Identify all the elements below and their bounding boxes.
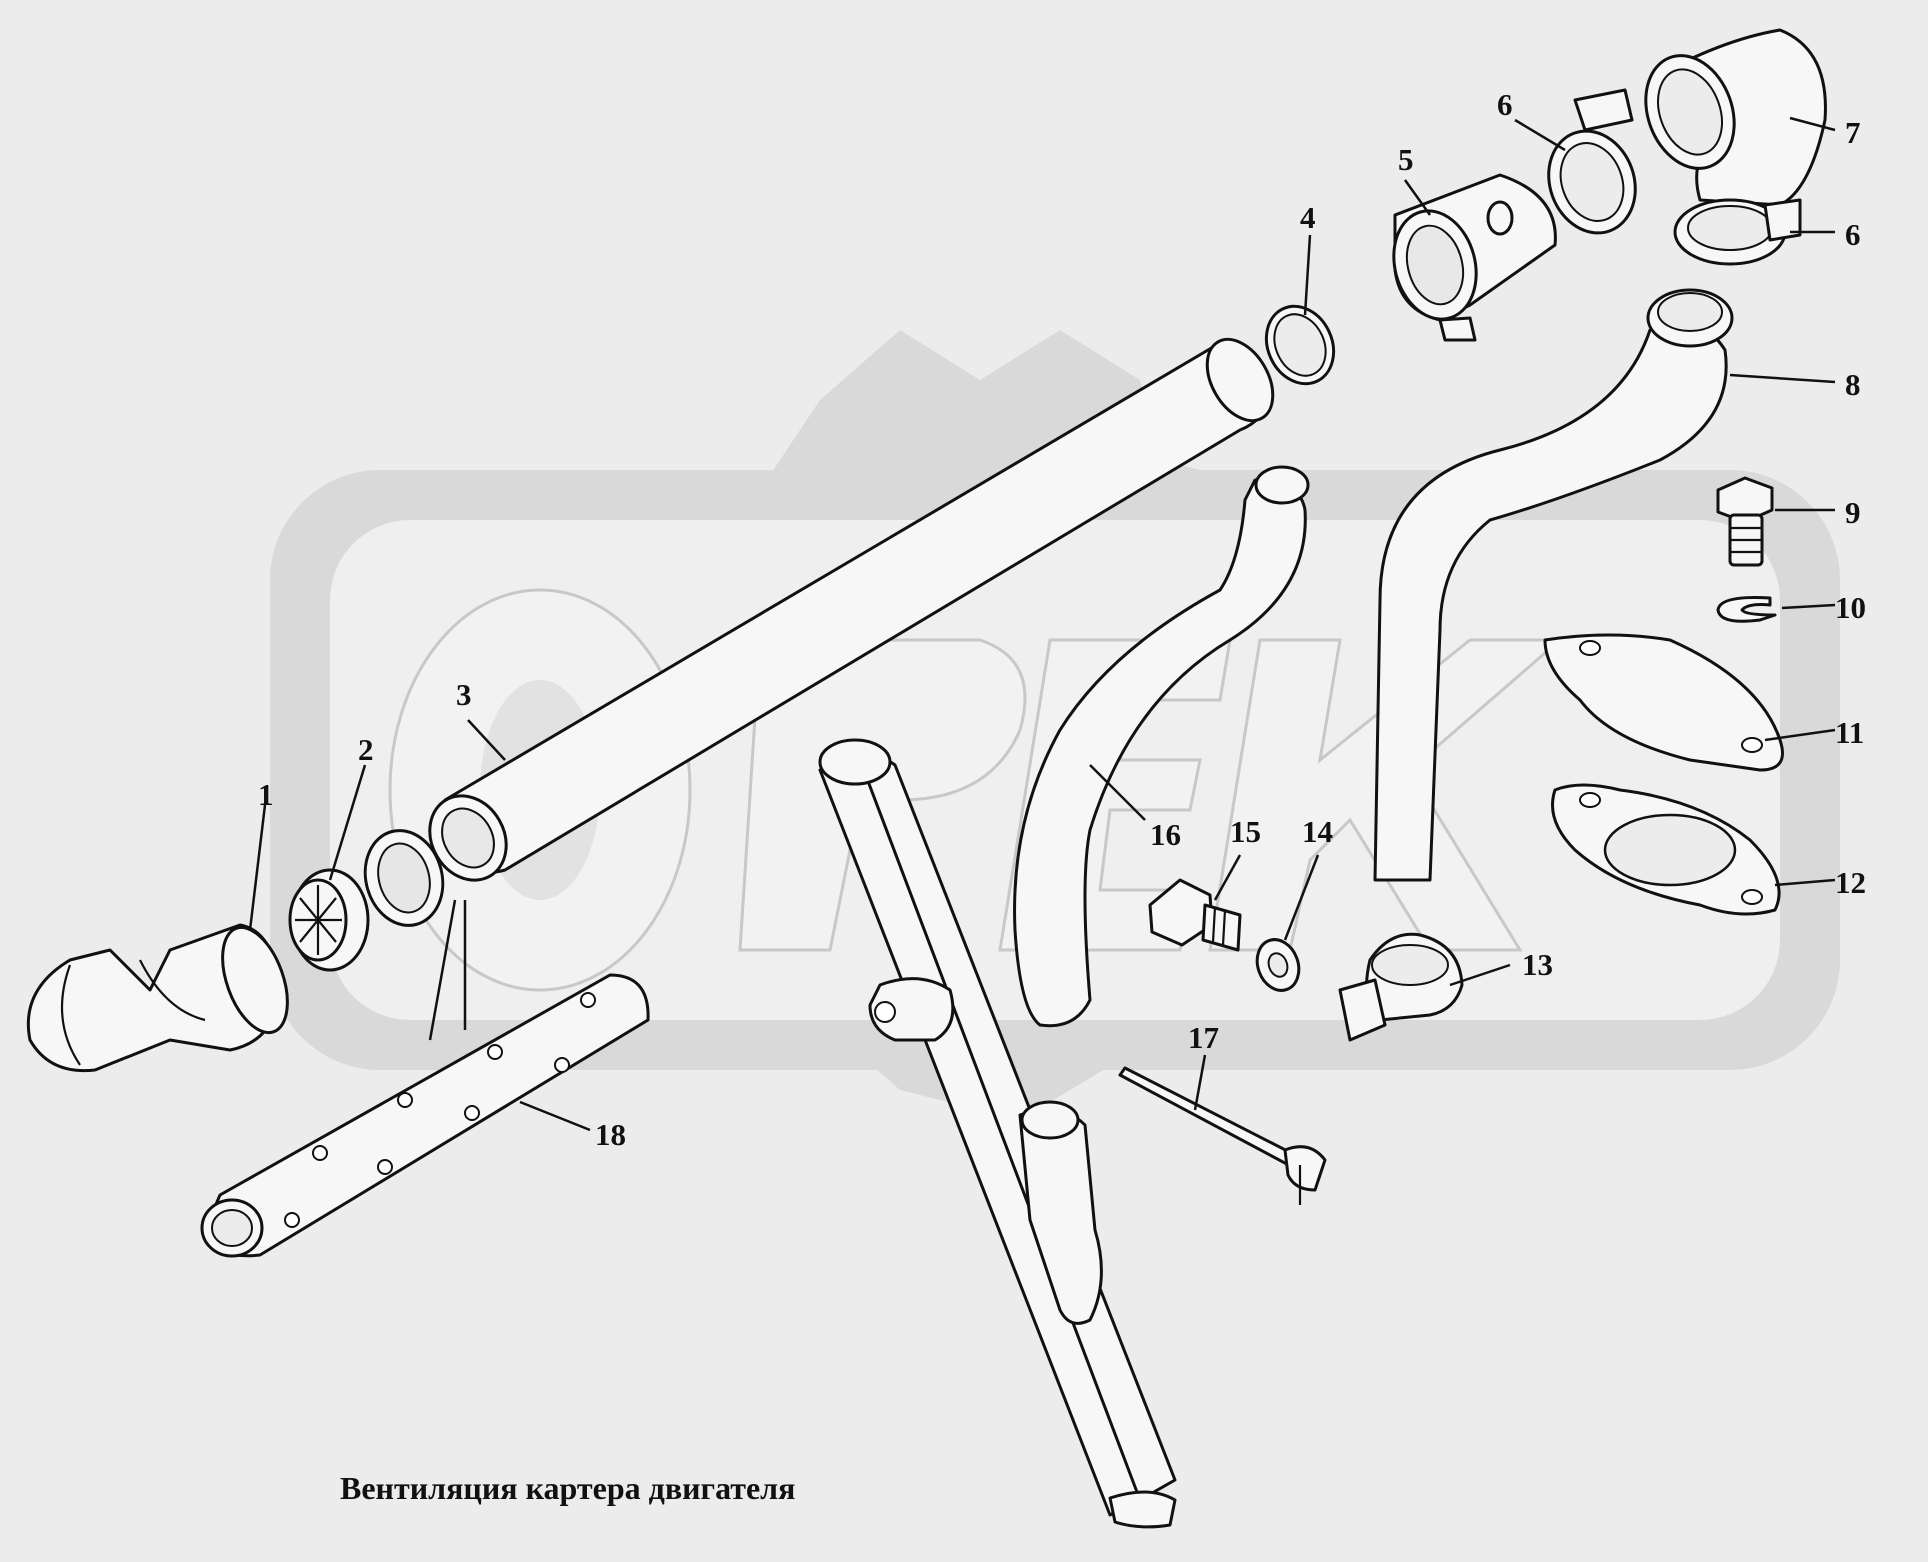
diagram-caption: Вентиляция картера двигателя [340,1470,796,1506]
callout-4: 4 [1300,200,1316,235]
callout-14: 14 [1302,814,1333,849]
part-17-clip [1118,1066,1327,1205]
part-7-elbow [1644,28,1827,207]
part-16-s-hose [1013,465,1310,1028]
callout-2: 2 [358,732,374,767]
part-6-lower-clamp [1673,198,1802,266]
leader-lines [248,116,1836,1132]
callout-5: 5 [1398,142,1414,177]
part-13-clamp [1338,932,1464,1042]
part-3-long-tube [428,337,1275,882]
callout-8: 8 [1845,367,1861,402]
part-1-elbow-fitting [26,923,289,1073]
part-14-washer [1255,938,1301,992]
callout-16: 16 [1150,817,1181,852]
callout-11: 11 [1835,715,1864,750]
part-11-gasket [1543,633,1784,772]
part-4-o-ring [1264,304,1336,386]
callout-15: 15 [1230,814,1261,849]
part-2-filter-element [288,868,370,972]
part-6-upper-clamp [1547,88,1637,235]
callout-6-upper: 6 [1497,87,1513,122]
part-8-bent-pipe [1373,288,1734,882]
callout-7: 7 [1845,115,1861,150]
part-9-bolt [1716,476,1774,567]
part-dipstick-tube [818,738,1177,1529]
callout-1: 1 [258,777,274,812]
tube-holes [284,992,596,1228]
callout-3: 3 [456,677,472,712]
callout-labels: 1 2 3 4 5 6 6 7 8 9 10 11 12 13 14 15 16… [258,87,1866,1152]
part-12-flange-gasket [1551,783,1781,916]
callout-12: 12 [1835,865,1866,900]
callout-18: 18 [595,1117,626,1152]
part-10-spring-washer [1716,596,1777,623]
callout-17: 17 [1188,1020,1219,1055]
part-15-bolt [1148,878,1242,952]
callout-9: 9 [1845,495,1861,530]
part-5-sleeve [1392,173,1557,342]
callout-10: 10 [1835,590,1866,625]
callout-13: 13 [1522,947,1553,982]
part-3-o-ring [363,829,445,927]
part-18-perforated-tube [200,973,650,1258]
callout-6-lower: 6 [1845,217,1861,252]
